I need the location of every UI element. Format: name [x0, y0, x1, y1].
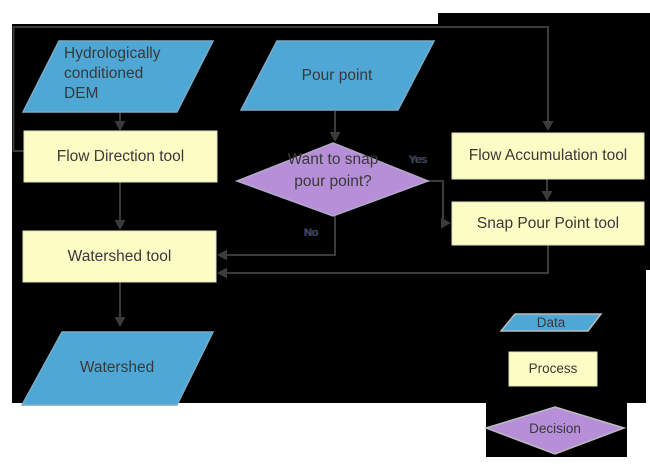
- arrowhead-pourpoint-to-decision: [329, 132, 341, 142]
- pour-point-node-shape: [239, 40, 436, 111]
- legend-data-shape: [499, 313, 603, 332]
- arrowhead-to-flowaccumulation: [542, 121, 554, 131]
- legend-process-shape: [508, 351, 598, 387]
- flow-direction-node-shape: [23, 130, 218, 183]
- connector-flowdirection-to-flowaccumulation: [12, 26, 549, 152]
- flow-accumulation-node-shape: [451, 132, 645, 180]
- dem-node-shape: [21, 40, 215, 113]
- legend-decision-shape: [483, 406, 627, 455]
- watershed-node-shape: [20, 331, 215, 406]
- arrowhead-watershedtool-to-watershed: [114, 317, 126, 327]
- arrowhead-snap-to-watershedtool: [217, 267, 227, 279]
- arrowhead-flowdirection-to-watershedtool: [114, 220, 126, 230]
- watershed-tool-node-shape: [22, 230, 217, 283]
- arrowhead-yes-to-snap: [441, 217, 451, 229]
- connector-lines: [12, 26, 549, 318]
- snap-pour-point-node-shape: [451, 201, 645, 246]
- arrowhead-flowaccumulation-to-snap: [541, 191, 553, 201]
- connector-snap-to-watershedtool: [226, 245, 549, 274]
- connector-arrowheads: [114, 121, 554, 327]
- decision-node-shape: [234, 142, 431, 217]
- connector-decision-no-to-watershedtool: [226, 216, 336, 256]
- arrowhead-no-to-watershedtool: [217, 249, 227, 261]
- arrowhead-dem-to-flowdirection: [114, 121, 126, 131]
